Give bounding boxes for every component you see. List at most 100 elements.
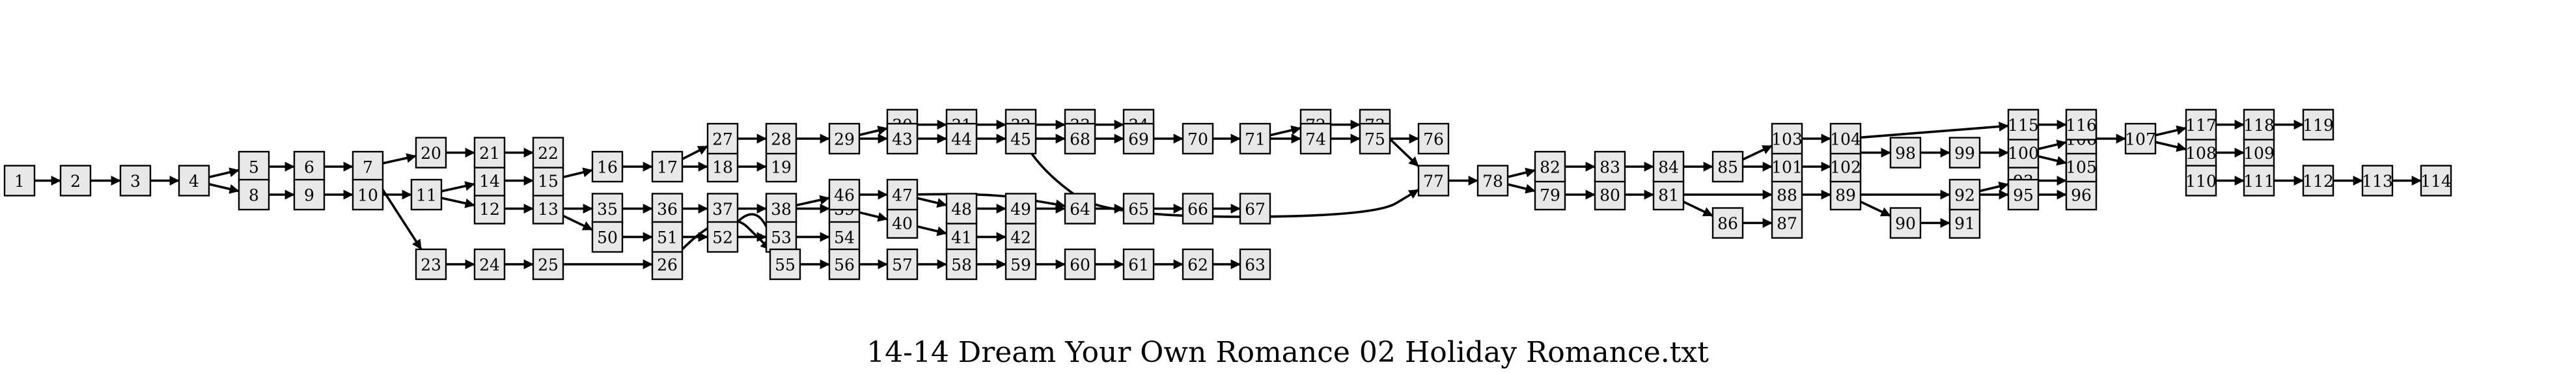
node-label: 89 (1835, 186, 1856, 205)
node-4: 4 (178, 165, 210, 197)
node-50: 50 (591, 221, 624, 253)
node-box (1359, 122, 1391, 155)
node-box (769, 248, 801, 281)
node-label: 27 (712, 130, 733, 149)
node-box (1652, 178, 1685, 211)
node-78: 78 (1476, 165, 1509, 197)
node-box (1239, 122, 1271, 155)
node-box (706, 193, 739, 225)
node-119: 119 (2302, 109, 2334, 141)
node-89: 89 (1829, 178, 1862, 211)
node-box (178, 165, 210, 197)
node-label: 46 (834, 186, 855, 205)
edge-38-to-46 (796, 195, 830, 207)
node-76: 76 (1417, 122, 1450, 155)
node-box (352, 178, 384, 211)
node-box (1594, 178, 1626, 211)
node-112: 112 (2302, 165, 2334, 197)
node-110: 110 (2185, 165, 2217, 197)
node-83: 83 (1594, 150, 1626, 183)
node-box (1004, 193, 1037, 225)
node-box (415, 248, 447, 281)
node-label: 101 (1771, 158, 1803, 177)
edge-100-to-106 (2038, 139, 2067, 150)
node-box (1948, 178, 1981, 211)
node-48: 48 (945, 193, 978, 225)
node-label: 45 (1010, 130, 1031, 149)
node-box (765, 193, 797, 225)
node-90: 90 (1889, 207, 1922, 239)
node-22: 22 (532, 137, 564, 169)
node-43: 43 (886, 122, 919, 155)
edge-81-to-86 (1683, 200, 1713, 217)
node-label: 20 (421, 144, 441, 163)
node-box (765, 150, 797, 183)
node-box (1064, 122, 1096, 155)
node-71: 71 (1239, 122, 1271, 155)
node-label: 22 (538, 144, 559, 163)
node-box (410, 178, 443, 211)
node-15: 15 (532, 165, 564, 197)
node-box (651, 221, 684, 253)
node-label: 86 (1717, 214, 1738, 233)
node-box (532, 248, 564, 281)
node-9: 9 (293, 178, 325, 211)
node-label: 47 (892, 186, 913, 205)
node-box (1299, 122, 1332, 155)
node-box (1829, 178, 1862, 211)
node-label: 92 (1954, 186, 1975, 205)
node-box (1122, 193, 1155, 225)
node-box (3, 165, 36, 197)
node-label: 58 (951, 256, 972, 275)
node-label: 4 (189, 172, 199, 191)
node-37: 37 (706, 193, 739, 225)
node-56: 56 (828, 248, 861, 281)
node-box (293, 178, 325, 211)
node-103: 103 (1771, 122, 1803, 155)
node-box (2065, 109, 2098, 141)
node-label: 16 (597, 158, 618, 177)
edge-100-to-105 (2038, 155, 2067, 166)
node-44: 44 (945, 122, 978, 155)
node-5: 5 (238, 150, 270, 183)
node-box (532, 193, 564, 225)
node-label: 57 (892, 256, 913, 275)
node-box (1004, 122, 1037, 155)
node-label: 35 (597, 200, 618, 219)
node-77: 77 (1417, 165, 1450, 197)
edge-4-to-8 (208, 183, 240, 194)
node-label: 95 (2013, 186, 2034, 205)
node-86: 86 (1711, 207, 1744, 239)
node-23: 23 (415, 248, 447, 281)
node-17: 17 (651, 150, 684, 183)
node-label: 36 (657, 200, 678, 219)
node-label: 105 (2066, 158, 2097, 177)
node-84: 84 (1652, 150, 1685, 183)
node-87: 87 (1771, 207, 1803, 239)
node-box (2243, 165, 2275, 197)
node-box (1711, 207, 1744, 239)
node-114: 114 (2420, 165, 2452, 197)
node-label: 119 (2303, 116, 2334, 135)
node-14: 14 (473, 165, 506, 197)
node-label: 111 (2243, 172, 2275, 191)
node-box (1948, 207, 1981, 239)
node-box (1064, 248, 1096, 281)
node-101: 101 (1771, 150, 1803, 183)
node-label: 55 (775, 256, 796, 275)
edge-7-to-23 (376, 181, 422, 250)
node-88: 88 (1771, 178, 1803, 211)
edge-4-to-5 (208, 167, 240, 178)
node-box (1004, 248, 1037, 281)
node-label: 56 (834, 256, 855, 275)
node-113: 113 (2361, 165, 2394, 197)
node-label: 115 (2008, 116, 2039, 135)
node-label: 14 (479, 172, 500, 191)
node-label: 54 (834, 228, 855, 247)
node-box (886, 248, 919, 281)
node-label: 29 (834, 130, 855, 149)
node-80: 80 (1594, 178, 1626, 211)
node-35: 35 (591, 193, 624, 225)
node-box (532, 137, 564, 169)
node-box (2124, 122, 2157, 155)
